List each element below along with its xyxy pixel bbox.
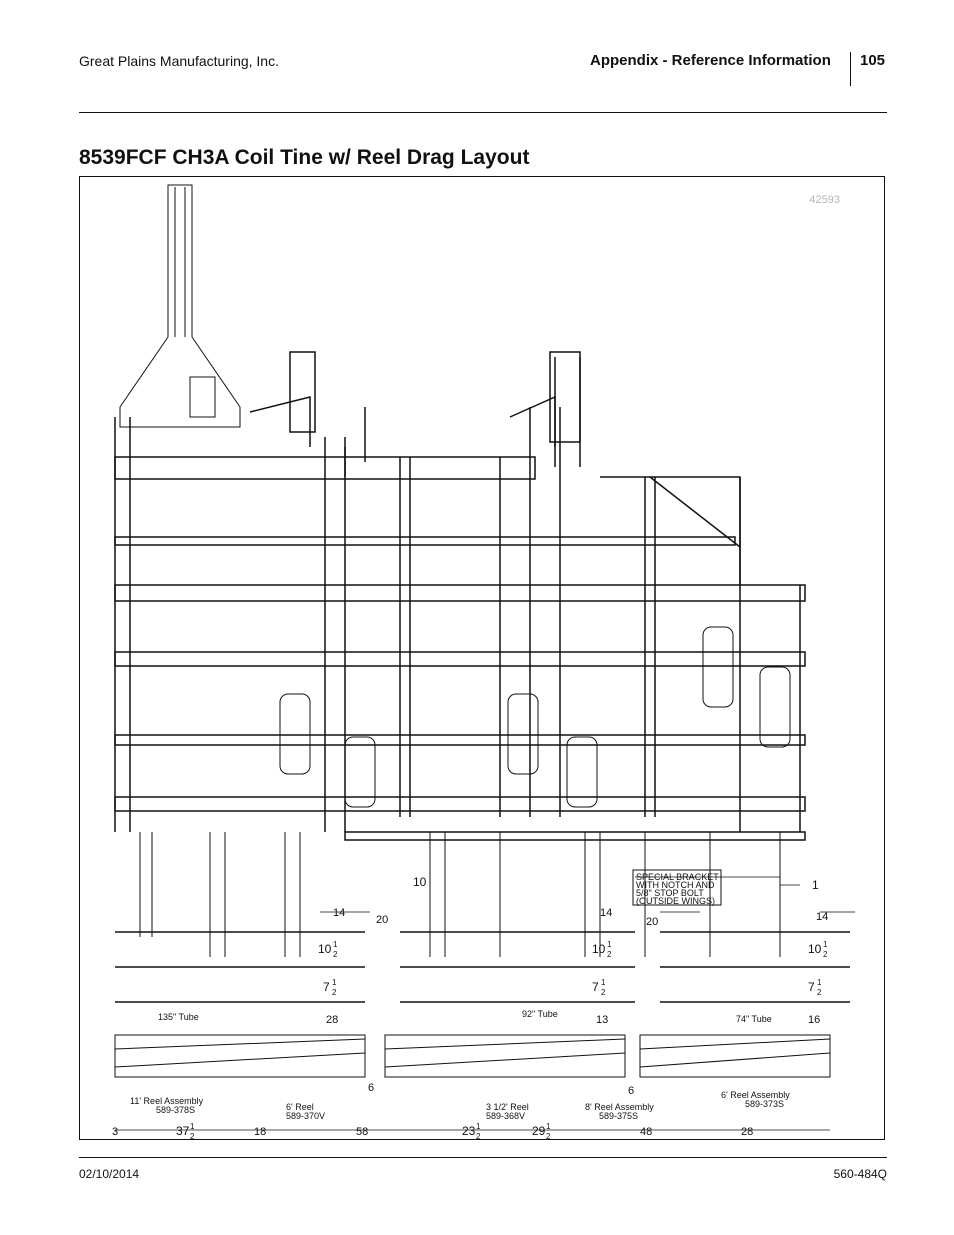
dim-14b: 14 <box>600 907 612 919</box>
reel-8: 8' Reel Assembly <box>585 1102 654 1112</box>
callout-1: 1 <box>812 878 819 892</box>
bot-18: 18 <box>254 1126 266 1138</box>
pn-378s: 589-378S <box>156 1105 195 1115</box>
w10a: 10 <box>318 942 332 956</box>
bot-29-num: 1 <box>546 1122 551 1131</box>
w7c: 7 <box>808 980 815 994</box>
footer-rule <box>79 1157 887 1158</box>
bot-37: 37 <box>176 1124 190 1138</box>
tube-74: 74" Tube <box>736 1014 772 1024</box>
bot-37-num: 1 <box>190 1122 195 1131</box>
tube-92: 92" Tube <box>522 1009 558 1019</box>
pn-375s: 589-375S <box>599 1111 638 1121</box>
page-number: 105 <box>860 52 886 69</box>
bot-23-num: 1 <box>476 1122 481 1131</box>
frame-bars <box>114 351 806 841</box>
dim-20b: 20 <box>646 916 658 928</box>
header-section: Appendix - Reference Information <box>590 52 831 69</box>
bot-37-den: 2 <box>190 1132 195 1141</box>
reel-3half: 3 1/2' Reel <box>486 1102 529 1112</box>
w7b-num: 1 <box>601 978 606 987</box>
dim-14a: 14 <box>333 907 345 919</box>
dim-28a: 28 <box>326 1014 338 1026</box>
w10b-den: 2 <box>607 950 612 959</box>
reels <box>114 1034 831 1078</box>
hitch-tongue <box>119 184 241 428</box>
w7a-num: 1 <box>332 978 337 987</box>
reel-11: 11' Reel Assembly <box>130 1096 204 1106</box>
w10a-den: 2 <box>333 950 338 959</box>
dim-14c: 14 <box>816 911 828 923</box>
note-line-3: 5/8" STOP BOLT <box>636 888 704 898</box>
bot-3: 3 <box>112 1126 118 1138</box>
pn-373s: 589-373S <box>745 1099 784 1109</box>
page-title: 8539FCF CH3A Coil Tine w/ Reel Drag Layo… <box>79 146 530 169</box>
note-line-1: SPECIAL BRACKET <box>636 872 719 882</box>
bot-48: 48 <box>640 1126 652 1138</box>
shanks <box>139 832 781 957</box>
w10c-den: 2 <box>823 950 828 959</box>
note-line-4: (OUTSIDE WINGS) <box>636 896 715 906</box>
w7a: 7 <box>323 980 330 994</box>
pn-370v: 589-370V <box>286 1111 325 1121</box>
header-company: Great Plains Manufacturing, Inc. <box>79 53 279 69</box>
w10a-num: 1 <box>333 940 338 949</box>
w7a-den: 2 <box>332 988 337 997</box>
w7c-num: 1 <box>817 978 822 987</box>
bot-28: 28 <box>741 1126 753 1138</box>
tube-135: 135" Tube <box>158 1012 199 1022</box>
reel-6asm: 6' Reel Assembly <box>721 1090 790 1100</box>
drawing-svg: SPECIAL BRACKET WITH NOTCH AND 5/8" STOP… <box>112 184 855 1141</box>
bot-23: 23 <box>462 1124 476 1138</box>
dim-6b: 6 <box>628 1085 634 1097</box>
dim-20a: 20 <box>376 914 388 926</box>
dim-10: 10 <box>413 875 427 889</box>
gauge-wheels <box>279 626 791 808</box>
layout-drawing: 42593 <box>79 176 885 1141</box>
drag-bars <box>115 931 850 1003</box>
w7b-den: 2 <box>601 988 606 997</box>
w7b: 7 <box>592 980 599 994</box>
dimension-lines <box>115 876 855 1131</box>
bot-58: 58 <box>356 1126 368 1138</box>
header-rule <box>79 112 887 113</box>
header-divider <box>850 52 851 86</box>
figure-id: 42593 <box>809 194 840 206</box>
footer-date: 02/10/2014 <box>79 1167 140 1181</box>
footer-doc-number: 560-484Q <box>833 1167 887 1181</box>
w10b: 10 <box>592 942 606 956</box>
bracket-note-box <box>632 869 722 906</box>
dim-13: 13 <box>596 1014 608 1026</box>
w10c: 10 <box>808 942 822 956</box>
pn-368v: 589-368V <box>486 1111 525 1121</box>
reel-6: 6' Reel <box>286 1102 314 1112</box>
bot-29: 29 <box>532 1124 546 1138</box>
w10b-num: 1 <box>607 940 612 949</box>
bot-29-den: 2 <box>546 1132 551 1141</box>
w7c-den: 2 <box>817 988 822 997</box>
note-line-2: WITH NOTCH AND <box>636 880 715 890</box>
dim-16: 16 <box>808 1014 820 1026</box>
w10c-num: 1 <box>823 940 828 949</box>
bot-23-den: 2 <box>476 1132 481 1141</box>
dim-6a: 6 <box>368 1082 374 1094</box>
